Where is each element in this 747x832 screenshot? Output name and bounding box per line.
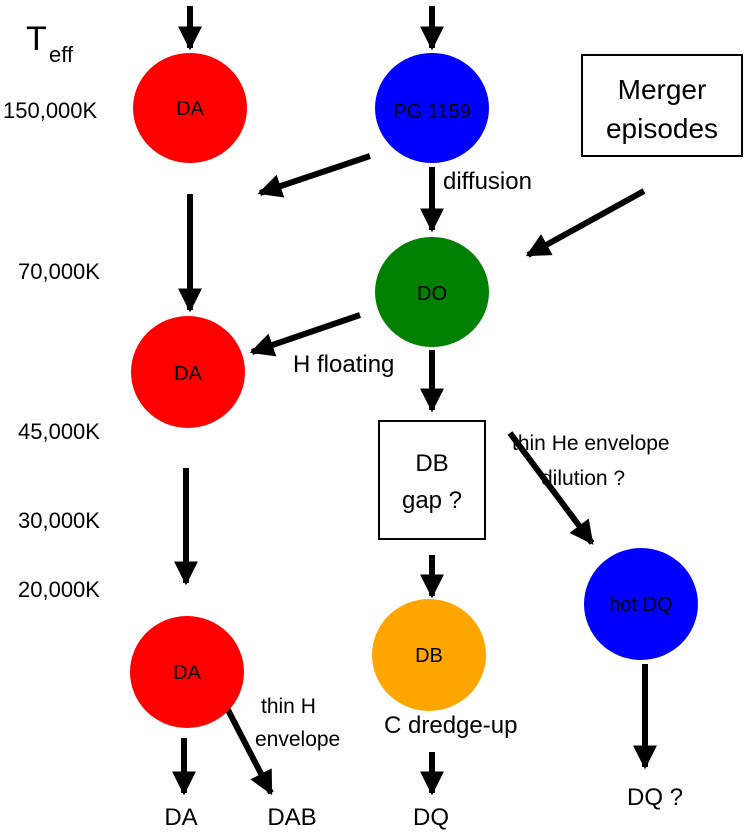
teff-subscript: eff	[49, 42, 74, 67]
merger-box-line1: Merger	[618, 74, 707, 105]
node-da-hot: DA	[133, 53, 247, 163]
label-thin-h-line2: envelope	[255, 728, 340, 751]
node-pg1159: PG 1159	[375, 53, 489, 163]
node-da-cool-label: DA	[173, 662, 201, 684]
node-da-mid-label: DA	[174, 363, 202, 385]
outcome-dq: DQ	[413, 804, 449, 831]
db-gap-box-frame	[378, 420, 486, 540]
node-db-circle	[372, 599, 486, 711]
node-da-mid: DA	[131, 316, 245, 428]
label-thin-h-line1: thin H	[261, 695, 316, 718]
db-gap-box-line2: gap ?	[402, 487, 462, 514]
node-da-mid-circle	[131, 316, 245, 428]
teff-axis: T eff 150,000K 70,000K 45,000K 30,000K 2…	[3, 20, 100, 602]
outcome-dq-question: DQ ?	[627, 784, 683, 811]
node-db: DB	[372, 599, 486, 711]
teff-45000k: 45,000K	[18, 419, 100, 444]
outcome-da: DA	[164, 804, 197, 831]
outcomes: DA DAB DQ DQ ?	[164, 784, 683, 831]
teff-150000k: 150,000K	[3, 98, 98, 123]
db-gap-box-line1: DB	[415, 450, 448, 477]
outcome-dab: DAB	[267, 804, 316, 831]
node-hot-dq-label: hot DQ	[609, 594, 672, 616]
merger-box: Merger episodes	[581, 54, 743, 157]
arrow-pg1159-to-da	[257, 153, 371, 198]
teff-20000k: 20,000K	[18, 577, 100, 602]
node-do: DO	[375, 237, 489, 347]
node-hot-dq-circle	[584, 548, 698, 660]
label-diffusion: diffusion	[443, 168, 532, 195]
arrows	[172, 6, 657, 796]
merger-box-line2: episodes	[606, 113, 718, 144]
process-labels: diffusion H floating thin He envelope di…	[255, 168, 670, 751]
node-da-cool: DA	[130, 616, 244, 728]
teff-70000k: 70,000K	[18, 259, 100, 284]
teff-30000k: 30,000K	[18, 508, 100, 533]
arrow-merger-to-do	[525, 188, 646, 258]
label-h-floating: H floating	[293, 351, 394, 378]
teff-symbol: T	[26, 20, 47, 58]
arrow-db-gap-to-hot-dq	[507, 431, 595, 545]
node-hot-dq: hot DQ	[584, 548, 698, 660]
merger-box-frame	[581, 54, 743, 157]
node-pg1159-label: PG 1159	[393, 101, 470, 123]
db-gap-box: DB gap ?	[378, 420, 486, 540]
arrow-do-to-da-mid	[249, 312, 361, 357]
node-da-cool-circle	[130, 616, 244, 728]
node-do-label: DO	[417, 283, 447, 305]
arrow-da-cool-to-dab	[224, 706, 274, 796]
label-thin-he-line1: thin He envelope	[512, 432, 670, 455]
node-do-circle	[375, 237, 489, 347]
node-da-hot-circle	[133, 53, 247, 163]
node-db-label: DB	[415, 645, 443, 667]
node-da-hot-label: DA	[176, 98, 204, 120]
label-thin-he-line2: dilution ?	[541, 467, 625, 490]
label-c-dredge-up: C dredge-up	[384, 712, 517, 739]
node-pg1159-circle	[375, 53, 489, 163]
